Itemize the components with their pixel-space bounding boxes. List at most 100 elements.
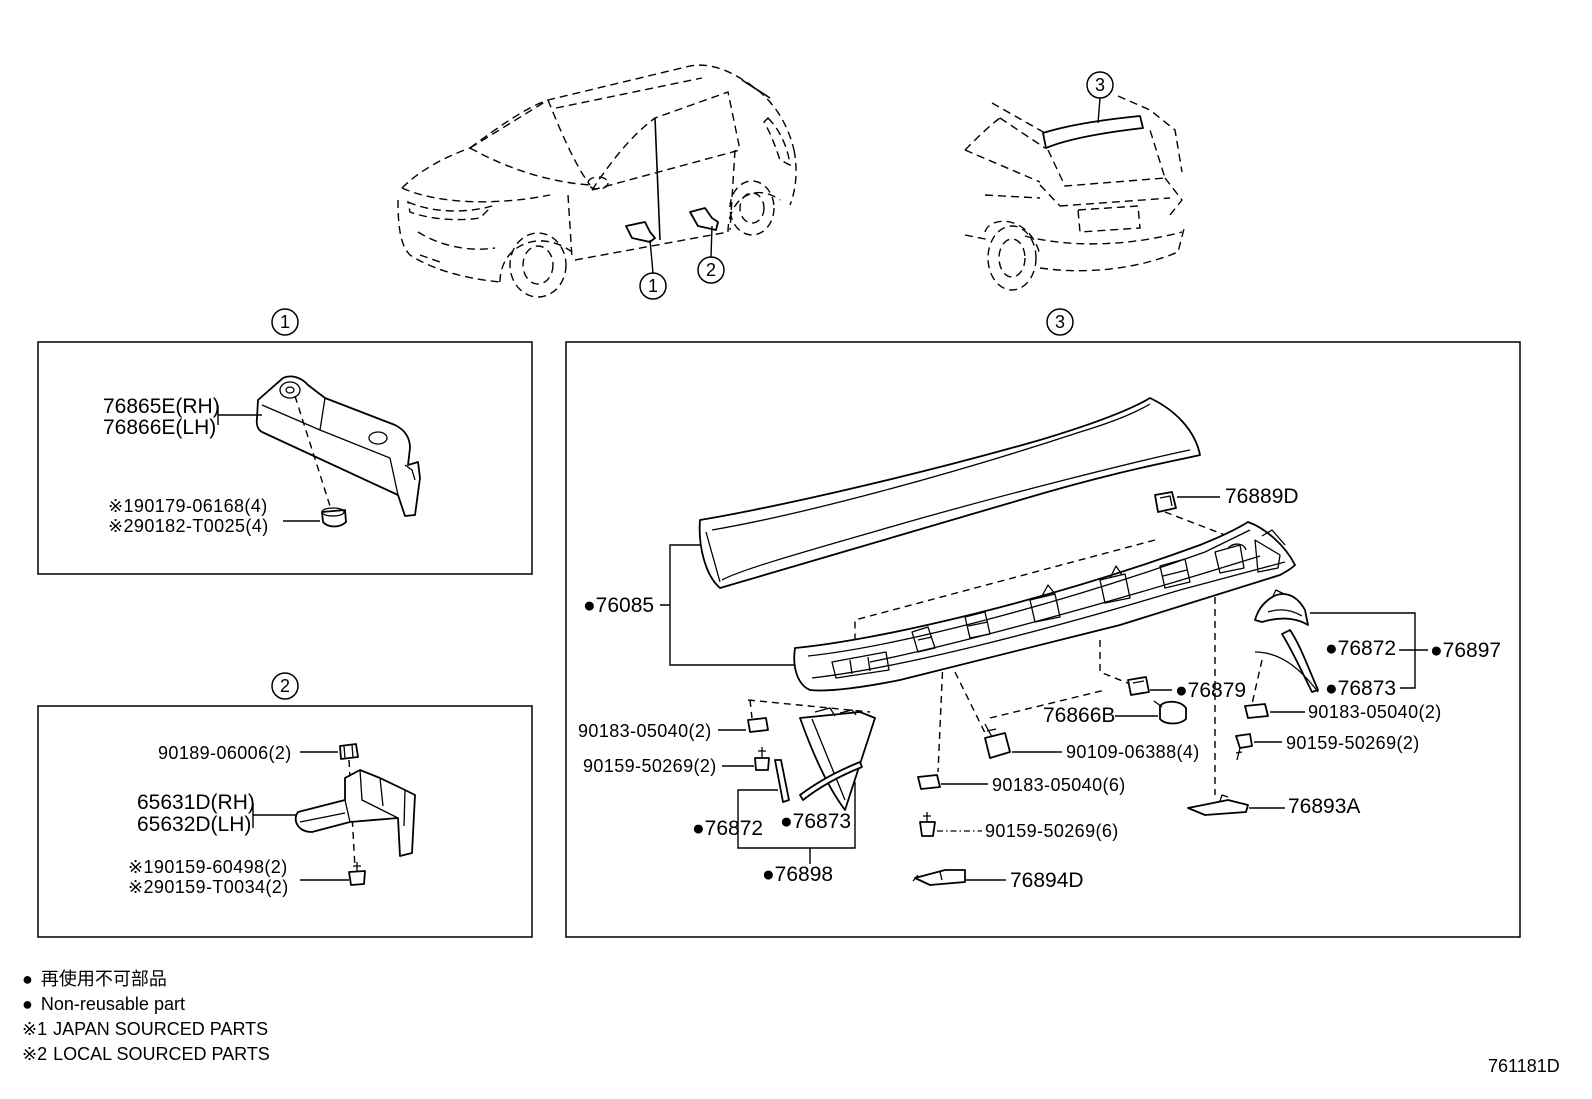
left-nut-drawing	[747, 717, 769, 733]
section-2-rear-mudguard-bracket: 90189-06006(2) 65631D(RH) 65632D(LH) ※19…	[37, 705, 533, 938]
assembly-line	[1164, 511, 1226, 536]
bracket-leader	[217, 405, 262, 425]
section-3-frame	[565, 341, 1521, 938]
spoiler-base-rib	[911, 626, 936, 653]
left-nut-label: 90183-05040(2)	[578, 721, 712, 741]
clip-76879-drawing	[1127, 676, 1150, 696]
screw-thread	[353, 862, 361, 871]
center-plate-tab	[912, 871, 943, 882]
left-cap-lower-label: ●76873	[780, 810, 851, 833]
right-screw-drawing	[1235, 733, 1253, 749]
nut-japan-label: ※190179-06168(4)	[108, 496, 268, 516]
callout-circle	[697, 256, 725, 284]
spoiler-cover-drawing	[698, 397, 1201, 589]
screw-local-label: ※290159-T0034(2)	[128, 877, 289, 897]
legend-text: Non-reusable part	[41, 994, 185, 1014]
assembly-line	[1099, 640, 1131, 685]
center-plate-drawing	[914, 869, 966, 886]
right-cap-set-label: ●76897	[1430, 639, 1501, 662]
clip-label: 90189-06006(2)	[158, 743, 292, 763]
section-2-header: 2	[271, 672, 299, 700]
car-windshield	[469, 99, 591, 186]
callout-number: 1	[648, 276, 658, 296]
car-left-rear-wheel	[987, 225, 1037, 291]
right-cap-set-leader	[1310, 612, 1428, 689]
section-marker-number: 3	[1055, 312, 1065, 332]
clip-detail	[1159, 495, 1173, 507]
bracket-leader	[252, 803, 296, 828]
bracket-rh-label: 76865E(RH)	[103, 395, 220, 418]
car-license-plate	[1077, 205, 1141, 233]
spoiler-base-end-bracket	[1254, 529, 1286, 573]
legend-non-reusable-jp: ●再使用不可部品	[22, 969, 167, 989]
section-1-header: 1	[271, 308, 299, 336]
source-marker: ※2	[128, 877, 154, 897]
source-marker: ※1	[108, 496, 134, 516]
car-roof-left	[991, 102, 1046, 149]
part-number: 90159-T0034(2)	[154, 877, 289, 897]
car-front-fascia	[397, 199, 501, 283]
left-cap-upper-drawing	[774, 759, 790, 803]
right-cap-lower-drawing	[1281, 629, 1319, 693]
right-cap-upper-detail	[1267, 589, 1303, 617]
section-marker-circle	[271, 672, 299, 700]
section-marker-number: 2	[280, 676, 290, 696]
right-nut-label: 90183-05040(2)	[1308, 702, 1442, 722]
bracket-hole-inner	[285, 386, 295, 394]
center-nut-drawing	[917, 774, 941, 790]
bolt-thread	[984, 723, 997, 738]
callout-2-leader	[710, 225, 713, 258]
car-rear-wheel-hub	[739, 192, 765, 224]
car-front-wheel	[509, 232, 567, 298]
nut-alignment-line	[294, 395, 331, 507]
bracket-rh-label: 65631D(RH)	[137, 791, 255, 814]
nut-top	[321, 507, 345, 517]
left-cap-lower-drawing	[799, 761, 863, 801]
bracket-detail-lines	[299, 769, 406, 827]
car-rear-side	[789, 149, 797, 206]
legend-text: LOCAL SOURCED PARTS	[53, 1044, 270, 1064]
bracket-edge-lines	[261, 397, 416, 496]
spoiler-assy-label: ●76085	[583, 594, 654, 617]
rear-mudguard-bracket-location	[689, 207, 719, 231]
screw-drawing	[348, 870, 366, 886]
car-grille	[417, 231, 496, 263]
legend-non-reusable-en: ● Non-reusable part	[22, 994, 185, 1014]
part-number: 90179-06168(4)	[134, 496, 268, 516]
car-door-lines	[567, 149, 736, 261]
car-hood	[401, 147, 551, 203]
clip-76879-label: ●76879	[1175, 679, 1246, 702]
part-number: 90182-T0025(4)	[134, 516, 269, 536]
section-3-rear-spoiler: ●76085 76889D ●76872 ●76873 ●76897 ●7687…	[565, 341, 1521, 938]
rear-view-car-illustration: 3	[964, 71, 1186, 291]
bracket-drawing	[294, 769, 416, 857]
callout-1-leader	[649, 239, 654, 274]
assembly-line	[937, 659, 944, 773]
cap-76866b-drawing	[1159, 700, 1187, 725]
right-cap-lower-label: ●76873	[1325, 677, 1396, 700]
section-1-frame	[37, 341, 533, 575]
left-cap-cover-detail	[811, 707, 857, 801]
source-marker: ※2	[108, 516, 134, 536]
section-3-header: 3	[1046, 308, 1074, 336]
bracket-lh-label: 76866E(LH)	[103, 416, 216, 439]
callout-2-front: 2	[697, 256, 725, 284]
car-headlight	[407, 200, 493, 221]
right-screw-label: 90159-50269(2)	[1286, 733, 1420, 753]
nut-drawing	[321, 509, 347, 528]
car-left-rear-wheel-hub	[998, 238, 1026, 278]
spoiler-base-rib	[964, 611, 991, 639]
bolt-label: 90109-06388(4)	[1066, 742, 1200, 762]
car-front-wheel-hub	[522, 245, 554, 285]
legend-text: 再使用不可部品	[41, 969, 167, 989]
callout-3-leader	[1097, 97, 1101, 124]
car-b-pillar	[654, 117, 661, 241]
car-rear-wheel	[729, 180, 775, 236]
center-nut-label: 90183-05040(6)	[992, 775, 1126, 795]
legend-marker: ●	[22, 994, 33, 1014]
callout-circle	[639, 272, 667, 300]
left-screw-drawing	[754, 757, 770, 771]
right-plate-tab	[1219, 794, 1229, 802]
right-nut-drawing	[1244, 703, 1269, 719]
